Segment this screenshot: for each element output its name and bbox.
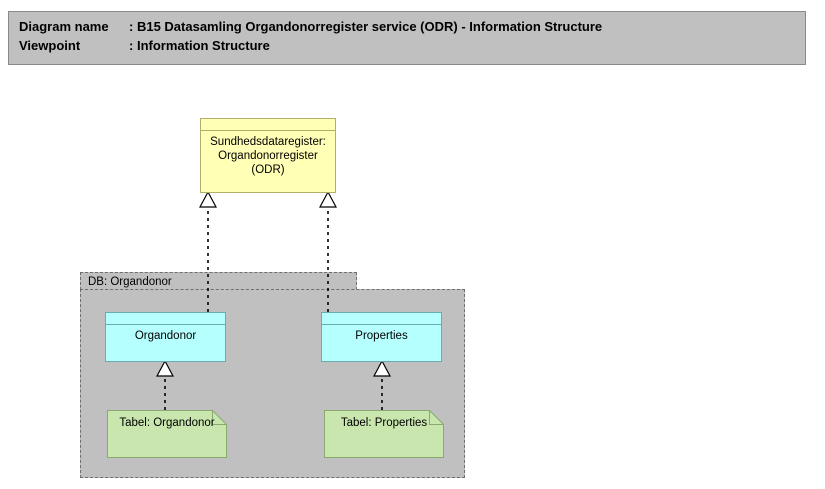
header-viewpoint-line: Viewpoint: Information Structure (19, 36, 805, 55)
header-diagram-name-label: Diagram name (19, 19, 109, 34)
rel-tabel-properties-arrowhead (373, 359, 391, 377)
rel-organdonor-to-odr-arrowhead (199, 190, 217, 208)
rel-tabel-organdonor-arrowhead (156, 359, 174, 377)
diagram-header-banner: Diagram name: B15 Datasamling Organdonor… (8, 11, 806, 65)
header-viewpoint-value: Information Structure (136, 38, 270, 53)
package-db-organdonor-tab[interactable]: DB: Organdonor (80, 272, 357, 290)
rel-properties-to-odr[interactable] (319, 190, 337, 312)
data-object-organdonor-compartment-bar (106, 313, 225, 325)
rel-organdonor-to-odr[interactable] (199, 190, 217, 312)
artifact-tabel-properties-shape (324, 410, 444, 458)
header-diagram-name-value: B15 Datasamling Organdonorregister servi… (136, 19, 603, 34)
rel-properties-to-odr-arrowhead (319, 190, 337, 208)
package-db-organdonor-label: DB: Organdonor (88, 276, 172, 288)
artifact-tabel-organdonor-shape (107, 410, 227, 458)
artifact-tabel-organdonor[interactable]: Tabel: Organdonor (107, 410, 227, 458)
data-object-organdonor-label: Organdonor (134, 330, 197, 342)
header-viewpoint-label: Viewpoint (19, 38, 81, 53)
header-viewpoint-separator: : (129, 38, 137, 53)
rel-tabel-organdonor-to-organdonor[interactable] (156, 359, 174, 410)
data-object-properties-label: Properties (355, 330, 408, 342)
data-object-odr-label: Sundhedsdataregister: Organdonorregister… (210, 136, 326, 176)
rel-tabel-properties-to-properties[interactable] (373, 359, 391, 410)
header-diagram-name-line: Diagram name: B15 Datasamling Organdonor… (19, 17, 805, 36)
data-object-odr-compartment-bar (201, 119, 335, 131)
header-diagram-name-separator: : (129, 19, 137, 34)
data-object-properties[interactable]: Properties (321, 312, 442, 362)
data-object-organdonor[interactable]: Organdonor (105, 312, 226, 362)
data-object-sundhedsdataregister-odr[interactable]: Sundhedsdataregister: Organdonorregister… (200, 118, 336, 193)
data-object-properties-compartment-bar (322, 313, 441, 325)
artifact-tabel-properties[interactable]: Tabel: Properties (324, 410, 444, 458)
